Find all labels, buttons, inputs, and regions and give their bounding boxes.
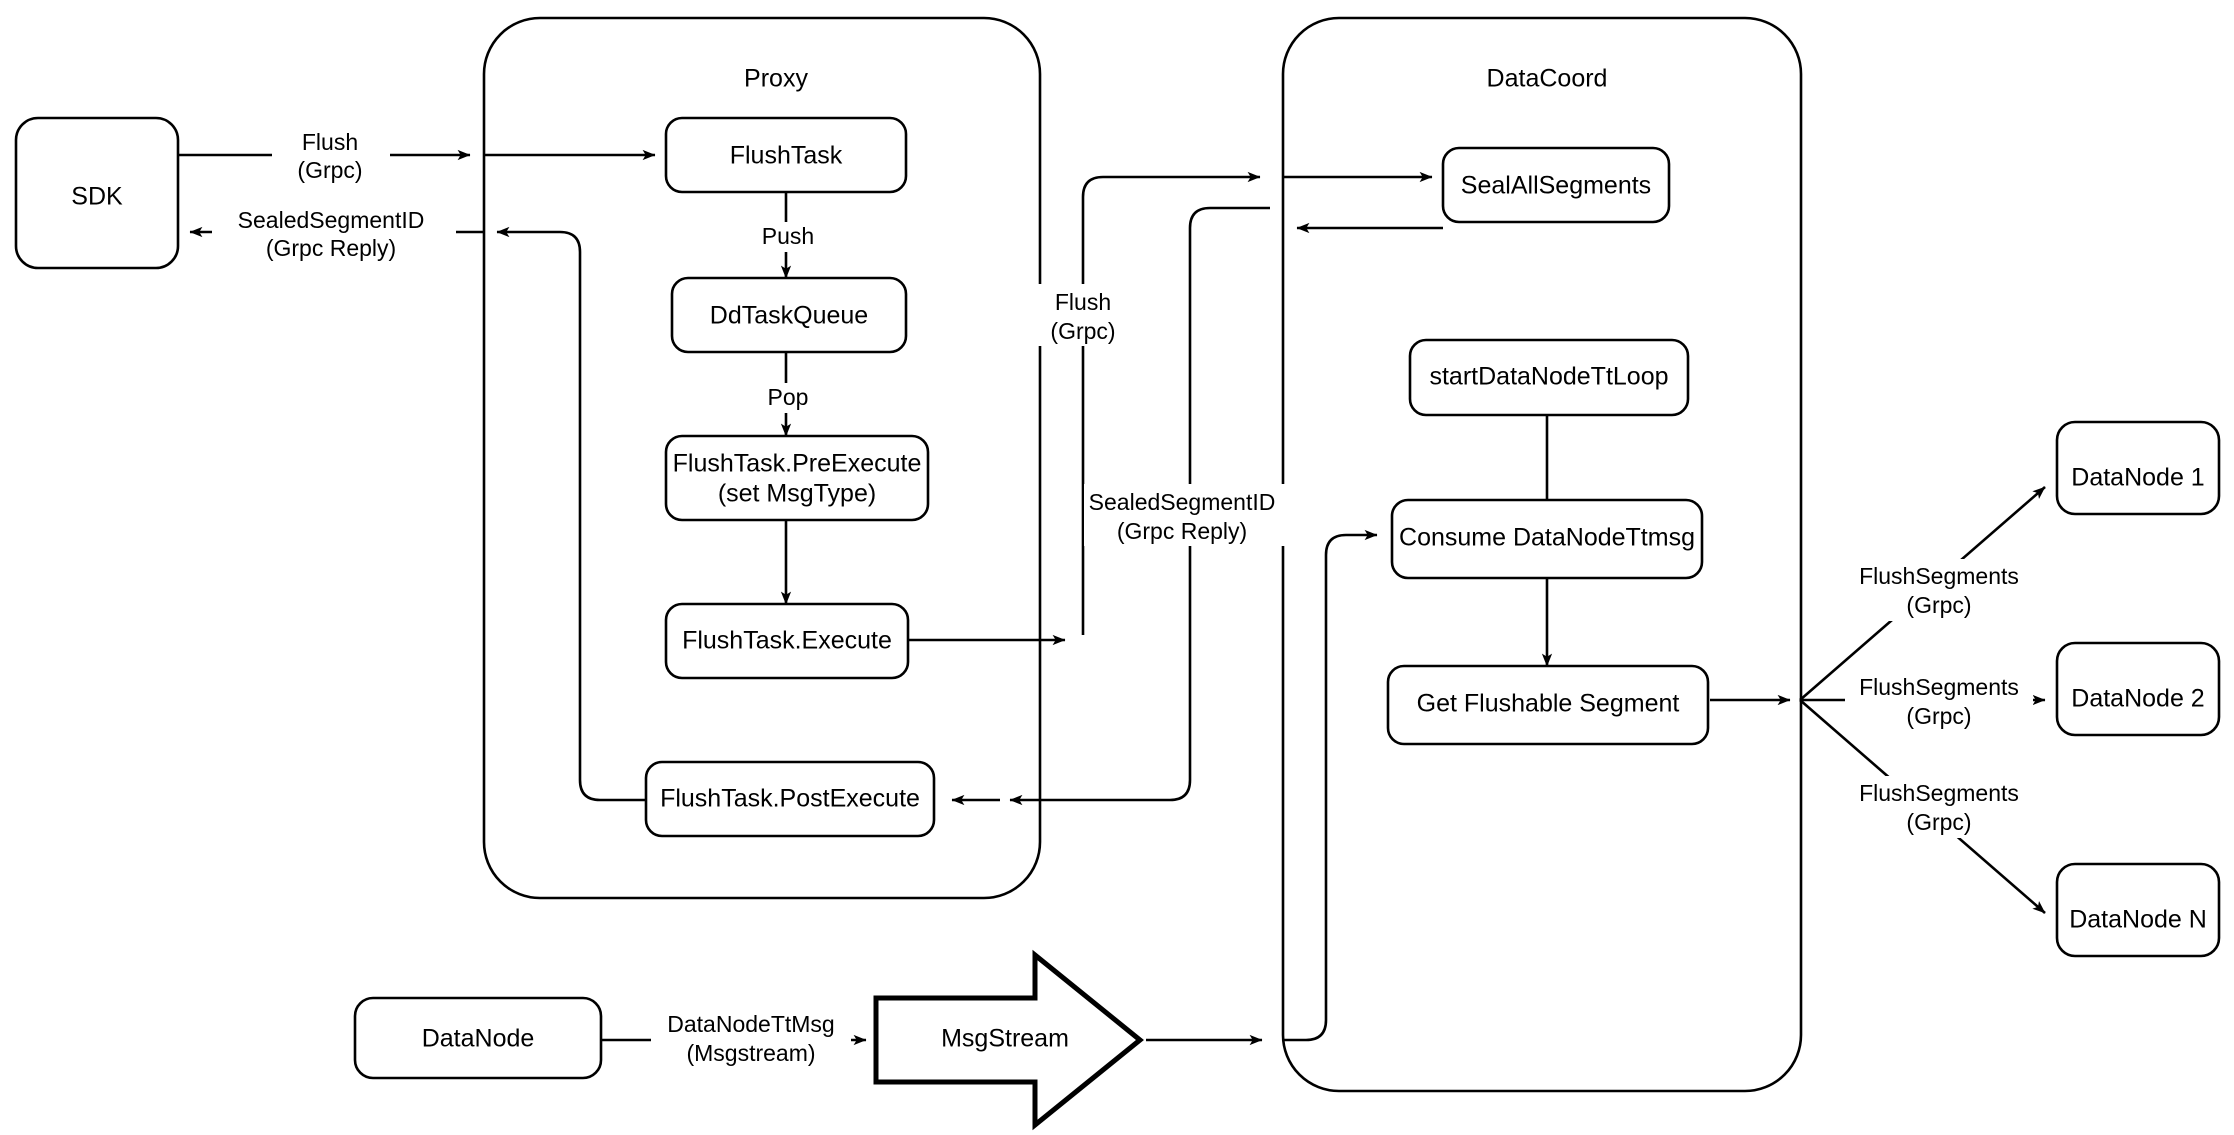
msgstream-block-arrow[interactable] bbox=[873, 949, 1144, 1131]
node-flushtask-preexecute[interactable]: FlushTask.PreExecute (set MsgType) bbox=[664, 434, 930, 522]
label-bg bbox=[1845, 670, 2033, 732]
execute-label: FlushTask.Execute bbox=[682, 627, 892, 655]
edge-flush-grpc-to-datacoord-boundary bbox=[1081, 171, 1261, 635]
node-datanode-n[interactable]: DataNode N bbox=[2055, 862, 2221, 958]
flushtask-box[interactable] bbox=[664, 116, 908, 194]
label-bg bbox=[1084, 484, 1296, 546]
msgstream-label: MsgStream bbox=[941, 1025, 1069, 1053]
sealallsegments-box[interactable] bbox=[1441, 146, 1671, 224]
datanode2-box[interactable] bbox=[2055, 641, 2221, 737]
node-msgstream[interactable]: MsgStream bbox=[873, 949, 1144, 1131]
node-flushtask-execute[interactable]: FlushTask.Execute bbox=[664, 602, 910, 680]
label-flush-grpc-sdk: Flush (Grpc) bbox=[272, 124, 390, 186]
postexecute-box[interactable] bbox=[644, 760, 936, 838]
proxy-container-label: Proxy bbox=[744, 65, 808, 93]
node-flushtask-postexecute[interactable]: FlushTask.PostExecute bbox=[644, 760, 936, 838]
label-bg bbox=[212, 202, 456, 264]
startdatanodettloop-label: startDataNodeTtLoop bbox=[1429, 363, 1668, 391]
preexecute-label-line1: FlushTask.PreExecute bbox=[673, 450, 922, 478]
flushsegmentsn-label-line2: (Grpc) bbox=[1906, 809, 1971, 835]
node-get-flushable-segment[interactable]: Get Flushable Segment bbox=[1386, 664, 1710, 746]
preexecute-label-line2: (set MsgType) bbox=[718, 480, 876, 508]
node-sealallsegments[interactable]: SealAllSegments bbox=[1441, 146, 1671, 224]
label-flushsegments-1: FlushSegments (Grpc) bbox=[1845, 559, 2033, 621]
get-flushable-segment-label: Get Flushable Segment bbox=[1417, 690, 1680, 718]
label-bg bbox=[752, 383, 824, 413]
node-flushtask[interactable]: FlushTask bbox=[664, 116, 908, 194]
get-flushable-segment-box[interactable] bbox=[1386, 664, 1710, 746]
label-flushsegments-n: FlushSegments (Grpc) bbox=[1845, 776, 2033, 838]
sealallsegments-label: SealAllSegments bbox=[1461, 172, 1651, 200]
startdatanodettloop-box[interactable] bbox=[1408, 338, 1690, 417]
datanode1-label: DataNode 1 bbox=[2071, 464, 2204, 492]
sdk-label: SDK bbox=[71, 183, 123, 211]
coord-proxy-reply-label-line2: (Grpc Reply) bbox=[1117, 518, 1247, 544]
sdk-flush-label-line2: (Grpc) bbox=[297, 157, 362, 183]
flushsegmentsn-label-line1: FlushSegments bbox=[1859, 780, 2019, 806]
label-bg bbox=[272, 124, 390, 186]
datanode2-label: DataNode 2 bbox=[2071, 685, 2204, 713]
datanode1-box[interactable] bbox=[2055, 420, 2221, 516]
postexecute-label: FlushTask.PostExecute bbox=[660, 785, 920, 813]
label-sealedsegmentid-coord-proxy: SealedSegmentID (Grpc Reply) bbox=[1084, 484, 1296, 546]
node-datanode-2[interactable]: DataNode 2 bbox=[2055, 641, 2221, 737]
flushsegments1-label-line2: (Grpc) bbox=[1906, 592, 1971, 618]
ddtaskqueue-box[interactable] bbox=[670, 276, 908, 354]
proxy-coord-flush-label-line2: (Grpc) bbox=[1050, 318, 1115, 344]
label-datanodettmsg: DataNodeTtMsg (Msgstream) bbox=[651, 1007, 851, 1069]
sdk-reply-label-line1: SealedSegmentID bbox=[238, 207, 425, 233]
label-flush-grpc-proxy-coord: Flush (Grpc) bbox=[1029, 284, 1137, 346]
node-datanode-1[interactable]: DataNode 1 bbox=[2055, 420, 2221, 516]
node-datanode-producer[interactable]: DataNode bbox=[353, 996, 603, 1080]
flushsegments2-label-line2: (Grpc) bbox=[1906, 703, 1971, 729]
node-consume-datanodettmsg[interactable]: Consume DataNodeTtmsg bbox=[1390, 498, 1704, 580]
execute-box[interactable] bbox=[664, 602, 910, 680]
datanodettmsg-label-line2: (Msgstream) bbox=[686, 1040, 815, 1066]
node-ddtaskqueue[interactable]: DdTaskQueue bbox=[670, 276, 908, 354]
proxy-coord-flush-label-line1: Flush bbox=[1055, 289, 1111, 315]
flushsegments2-label-line1: FlushSegments bbox=[1859, 674, 2019, 700]
sdk-box[interactable] bbox=[14, 116, 180, 270]
label-bg bbox=[651, 1007, 851, 1069]
datanoden-box[interactable] bbox=[2055, 862, 2221, 958]
label-sealedsegmentid-sdk: SealedSegmentID (Grpc Reply) bbox=[212, 202, 456, 264]
datanode-producer-box[interactable] bbox=[353, 996, 603, 1080]
datanoden-label: DataNode N bbox=[2069, 906, 2207, 934]
sdk-flush-label-line1: Flush bbox=[302, 129, 358, 155]
sdk-reply-label-line2: (Grpc Reply) bbox=[266, 235, 396, 261]
label-flushsegments-2: FlushSegments (Grpc) bbox=[1845, 670, 2033, 732]
edge-datacoord-boundary-to-consume bbox=[1284, 529, 1378, 1042]
preexecute-box[interactable] bbox=[664, 434, 930, 522]
consume-datanodettmsg-box[interactable] bbox=[1390, 498, 1704, 580]
node-startdatanodettloop[interactable]: startDataNodeTtLoop bbox=[1408, 338, 1690, 417]
label-bg bbox=[1845, 559, 2033, 621]
node-sdk[interactable]: SDK bbox=[14, 116, 180, 270]
flushtask-label: FlushTask bbox=[730, 142, 843, 170]
pop-label: Pop bbox=[768, 384, 809, 410]
label-bg bbox=[1845, 776, 2033, 838]
datacoord-container-label: DataCoord bbox=[1487, 65, 1608, 93]
label-bg bbox=[748, 222, 828, 252]
consume-datanodettmsg-label: Consume DataNodeTtmsg bbox=[1399, 524, 1695, 552]
coord-proxy-reply-label-line1: SealedSegmentID bbox=[1089, 489, 1276, 515]
ddtaskqueue-label: DdTaskQueue bbox=[710, 302, 868, 330]
datanodettmsg-label-line1: DataNodeTtMsg bbox=[667, 1011, 834, 1037]
label-push: Push bbox=[748, 222, 828, 252]
label-bg bbox=[1029, 284, 1137, 346]
edge-postexecute-to-proxy-boundary bbox=[496, 226, 646, 802]
datanode-producer-label: DataNode bbox=[422, 1025, 535, 1053]
flushsegments1-label-line1: FlushSegments bbox=[1859, 563, 2019, 589]
label-pop: Pop bbox=[752, 383, 824, 413]
push-label: Push bbox=[762, 223, 814, 249]
